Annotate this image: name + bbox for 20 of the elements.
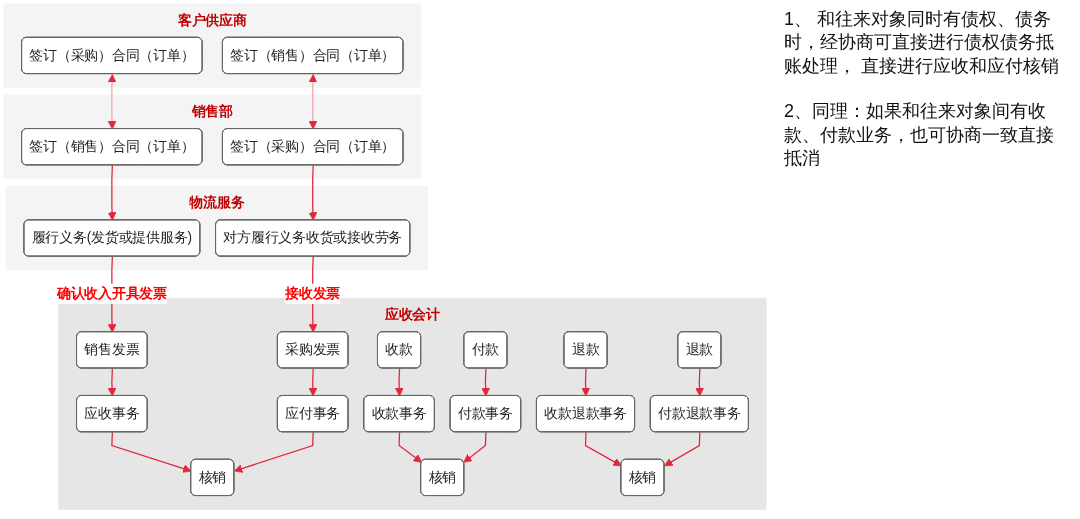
arrow — [481, 367, 490, 397]
arrow — [695, 367, 704, 397]
arrow — [107, 164, 117, 221]
arrow — [584, 431, 622, 467]
arrow — [234, 431, 314, 473]
note-text: 2、同理：如果和往来对象间有收款、付款业务，也可协商一致直接抵消 — [784, 100, 1055, 170]
arrow — [398, 431, 423, 463]
arrow — [308, 164, 318, 221]
arrow — [664, 431, 701, 467]
edge-label: 确认收入开具发票 — [56, 285, 167, 302]
arrow — [581, 367, 591, 397]
arrow — [394, 367, 404, 397]
arrow — [308, 74, 318, 130]
arrow — [107, 367, 117, 397]
arrow — [308, 367, 318, 397]
arrow — [107, 74, 117, 130]
arrow — [463, 431, 487, 463]
arrow — [111, 431, 192, 473]
edge-label: 接收发票 — [285, 285, 341, 302]
note-text: 1、 和往来对象同时有债权、债务时，经协商可直接进行债权债务抵账处理， 直接进行应收和应付核销 — [784, 8, 1060, 78]
